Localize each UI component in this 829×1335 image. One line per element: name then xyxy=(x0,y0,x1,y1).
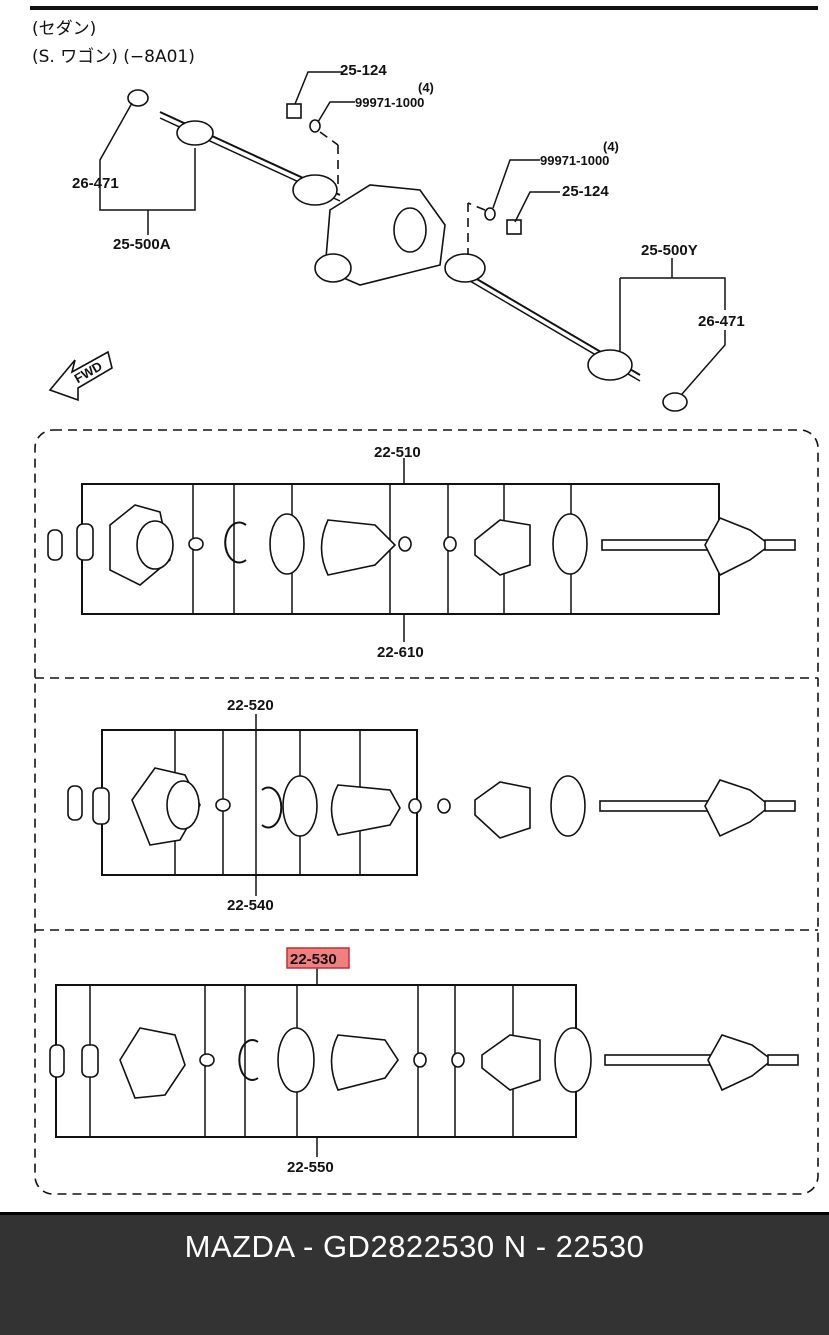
fwd-arrow-icon: FWD xyxy=(48,350,113,402)
right-inner-joint xyxy=(444,253,486,283)
footer-bar: MAZDA - GD2822530 N - 22530 xyxy=(0,1212,829,1335)
label-nut-left: 25-124 xyxy=(340,62,387,79)
outer-joint xyxy=(704,516,772,577)
kits-outline xyxy=(34,429,819,1195)
label-washer-right: 99971-1000 xyxy=(540,153,609,168)
label-nut-right: 25-124 xyxy=(562,183,609,200)
washer-right xyxy=(484,207,496,221)
outer-joint xyxy=(704,779,772,838)
kit1-bottom-label: 22-610 xyxy=(377,644,424,661)
grease-cap xyxy=(49,1044,65,1078)
right-bearing xyxy=(662,392,688,412)
kit2-bottom-label: 22-540 xyxy=(227,897,274,914)
label-bearing-left: 26-471 xyxy=(72,175,119,192)
right-outer-joint xyxy=(587,349,633,381)
left-inner-joint xyxy=(176,120,214,146)
axle-shaft xyxy=(601,539,713,551)
outer-housing xyxy=(474,519,531,576)
axle-shaft xyxy=(604,1054,716,1066)
grease-tube xyxy=(81,1044,99,1078)
parts-diagram: (セダン) (S. ワゴン) (−8A01) xyxy=(30,6,819,1195)
footer-part-number: MAZDA - GD2822530 N - 22530 xyxy=(184,1229,645,1264)
inner-housing xyxy=(119,1027,186,1099)
header-line2: (S. ワゴン) (−8A01) xyxy=(32,46,195,67)
left-bearing xyxy=(127,89,149,107)
kit3-top-label-highlight xyxy=(286,947,350,969)
left-outer-joint xyxy=(292,174,338,206)
kit-1 xyxy=(47,458,796,642)
axle-shaft xyxy=(599,800,711,812)
grease-cap xyxy=(67,785,83,821)
boot xyxy=(330,1034,399,1091)
kit-2 xyxy=(67,714,796,896)
boot-band xyxy=(269,513,305,575)
circlip xyxy=(188,537,204,551)
kit1-top-label: 22-510 xyxy=(374,444,421,461)
grease-tube xyxy=(92,787,110,825)
boot xyxy=(330,784,401,836)
kit-3 xyxy=(49,968,799,1157)
label-shaft-right: 25-500Y xyxy=(641,242,698,259)
nut-right xyxy=(506,219,522,235)
outer-housing xyxy=(481,1034,541,1091)
snap-ring xyxy=(261,786,283,829)
boot xyxy=(320,519,397,576)
snap-ring xyxy=(238,1039,259,1081)
overview-assembly xyxy=(127,89,688,412)
washer-left xyxy=(309,119,321,133)
snap-ring xyxy=(224,521,247,564)
kit3-top-label: 22-530 xyxy=(290,951,337,968)
nut-left xyxy=(286,103,302,119)
overview-leaders xyxy=(99,71,726,395)
label-bearing-right: 26-471 xyxy=(698,313,745,330)
label-washer-left: 99971-1000 xyxy=(355,95,424,110)
kit2-top-label: 22-520 xyxy=(227,697,274,714)
header-line1: (セダン) xyxy=(32,19,96,39)
kit3-bottom-label: 22-550 xyxy=(287,1159,334,1176)
grease-cap xyxy=(47,529,63,561)
outer-housing xyxy=(474,781,531,839)
label-washer-right-qty: (4) xyxy=(603,139,619,154)
outer-joint xyxy=(707,1034,774,1092)
grease-tube xyxy=(76,523,94,561)
label-washer-left-qty: (4) xyxy=(418,80,434,95)
label-shaft-left: 25-500A xyxy=(113,236,171,253)
